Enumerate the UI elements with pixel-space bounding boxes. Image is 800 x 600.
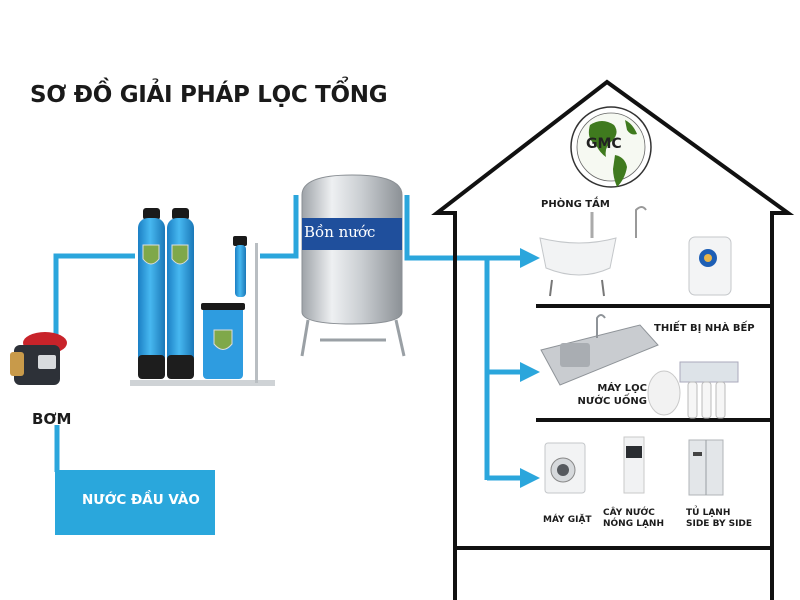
pipes: [53, 195, 540, 488]
dispenser-label-line2: NÓNG LẠNH: [603, 519, 665, 529]
diagram-title: SƠ ĐỒ GIẢI PHÁP LỌC TỔNG: [30, 82, 388, 108]
ro-purifier-icon: [647, 361, 739, 419]
house-outline: [431, 79, 795, 600]
water-dispenser-icon: [623, 436, 645, 494]
fridge-label-line2: SIDE BY SIDE: [686, 519, 753, 529]
filter-tanks-icon: [130, 208, 275, 386]
purifier-label-line2: NƯỚC UỐNG: [577, 396, 647, 407]
washing-machine-icon: [544, 442, 586, 494]
fridge-label-line1: TỦ LẠNH: [686, 508, 731, 518]
pipe-pump-to-filter: [53, 253, 135, 340]
washer-label: MÁY GIẶT: [543, 515, 592, 525]
water-inlet-label: NƯỚC ĐẦU VÀO: [82, 492, 200, 508]
water-inlet-box: [55, 470, 215, 535]
kitchen-label: THIẾT BỊ NHÀ BẾP: [654, 323, 755, 334]
stainless-tank-icon: [300, 174, 406, 357]
storage-tank-label: Bồn nước: [304, 223, 376, 241]
pipe-filter-to-tank: [260, 195, 299, 259]
globe-logo-icon: [570, 106, 652, 188]
pipe-tank-out: [404, 195, 485, 261]
refrigerator-icon: [688, 439, 724, 496]
bathroom-label: PHÒNG TẮM: [541, 199, 610, 210]
purifier-label-line1: MÁY LỌC: [597, 383, 647, 394]
water-pump-icon: [10, 332, 67, 385]
logo-text: GMC: [586, 136, 622, 152]
dispenser-label-line1: CÂY NƯỚC: [603, 508, 655, 518]
bathtub-icon: [539, 206, 647, 297]
pump-label: BƠM: [32, 410, 72, 428]
water-heater-icon: [688, 236, 732, 296]
kitchen-sink-icon: [540, 314, 659, 386]
